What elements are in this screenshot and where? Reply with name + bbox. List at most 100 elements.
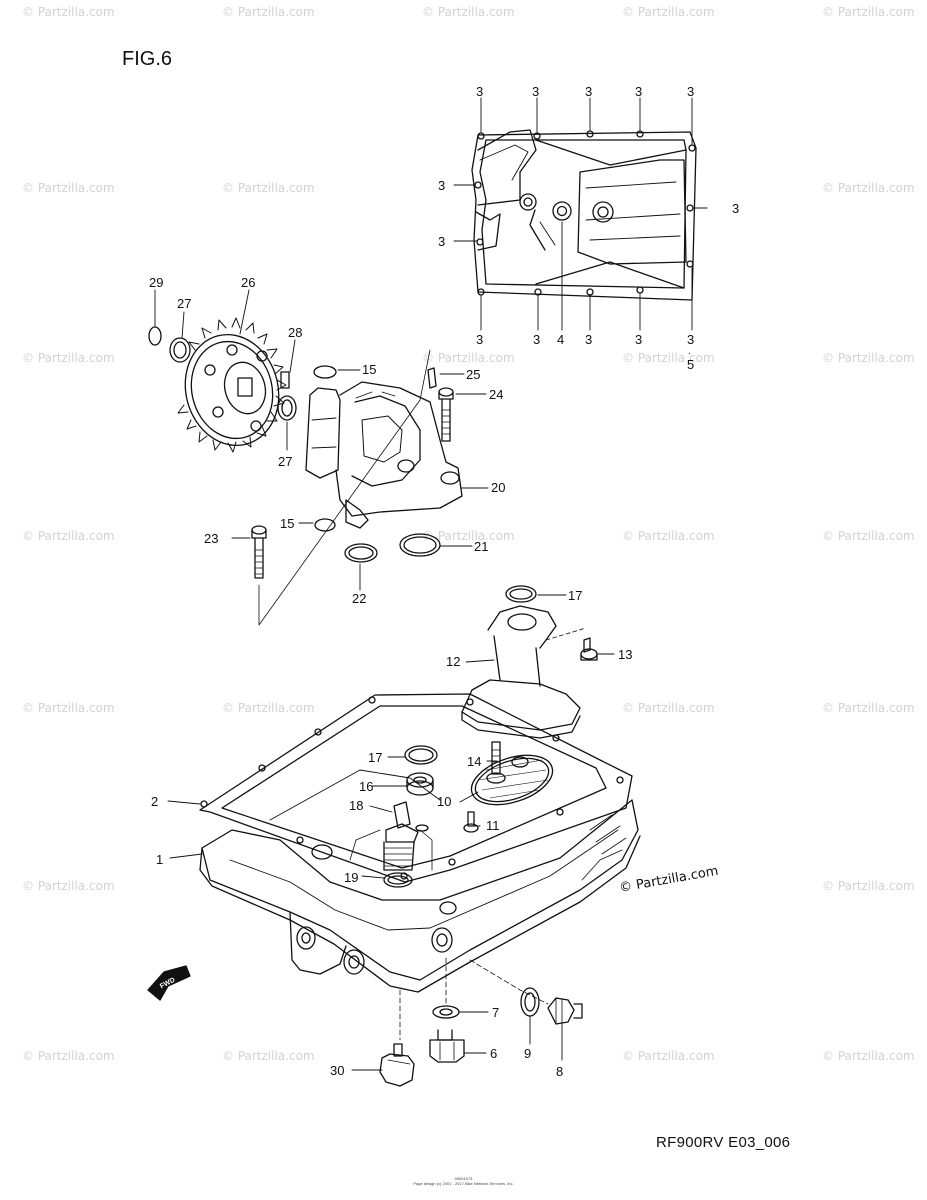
o-ring-part-17: [505, 585, 537, 603]
callout-3: 3: [635, 332, 642, 347]
callout-3: 3: [687, 84, 694, 99]
callout-3: 3: [533, 332, 540, 347]
watermark-text: © Partzilla.com: [222, 181, 315, 195]
oil-strainer-pipe-part-12: [461, 605, 581, 739]
watermark-text: © Partzilla.com: [622, 5, 715, 19]
watermark-text: © Partzilla.com: [822, 181, 915, 195]
leader-lines: [154, 97, 708, 1071]
watermark-text: © Partzilla.com: [822, 1049, 915, 1063]
bolt-part-13: [580, 637, 598, 661]
callout-30: 30: [330, 1063, 344, 1078]
callout-20: 20: [491, 480, 505, 495]
watermark-text: © Partzilla.com: [822, 5, 915, 19]
washer-part-27-lower: [277, 395, 297, 421]
oil-pressure-switch-part-30: [379, 1043, 415, 1087]
relief-valve-part-18: [383, 801, 429, 871]
callout-21: 21: [474, 539, 488, 554]
watermark-text: © Partzilla.com: [822, 351, 915, 365]
oil-pan-part-1: [199, 799, 641, 993]
callout-9: 9: [524, 1046, 531, 1061]
callout-8: 8: [556, 1064, 563, 1079]
drain-plug-part-8: [547, 997, 583, 1025]
watermark-text: © Partzilla.com: [222, 1049, 315, 1063]
callout-19: 19: [344, 870, 358, 885]
watermark-text: © Partzilla.com: [22, 5, 115, 19]
watermark-text: © Partzilla.com: [22, 181, 115, 195]
watermark-grid: © Partzilla.com © Partzilla.com © Partzi…: [22, 5, 915, 1063]
page-footer: 00001073 Page design (c) 2001 - 2017 Bik…: [0, 1176, 927, 1186]
partzilla-inline-watermark: © Partzilla.com: [618, 864, 719, 896]
assembly-guide-line: [258, 349, 431, 626]
callout-27: 27: [177, 296, 191, 311]
callout-17: 17: [368, 750, 382, 765]
callout-6: 6: [490, 1046, 497, 1061]
callout-24: 24: [489, 387, 503, 402]
callout-17: 17: [568, 588, 582, 603]
callout-4: 4: [557, 332, 564, 347]
callout-dot: ·: [688, 348, 691, 359]
callout-3: 3: [476, 84, 483, 99]
watermark-text: © Partzilla.com: [222, 701, 315, 715]
callout-22: 22: [352, 591, 366, 606]
callout-10: 10: [437, 794, 451, 809]
plug-part-6: [429, 1029, 465, 1063]
oil-strainer-part-10: [470, 754, 554, 806]
forward-direction-arrow: [147, 965, 191, 1001]
o-ring-part-22: [344, 543, 378, 563]
callout-25: 25: [466, 367, 480, 382]
o-ring-part-19: [383, 872, 413, 888]
o-ring-part-17-lower: [404, 745, 438, 765]
watermark-text: © Partzilla.com: [22, 1049, 115, 1063]
callout-3: 3: [687, 332, 694, 347]
callout-15: 15: [280, 516, 294, 531]
callout-15: 15: [362, 362, 376, 377]
callout-3: 3: [585, 84, 592, 99]
callout-29: 29: [149, 275, 163, 290]
watermark-text: © Partzilla.com: [622, 1049, 715, 1063]
footer-id: 00001073: [454, 1176, 473, 1181]
callout-3: 3: [732, 201, 739, 216]
watermark-text: © Partzilla.com: [622, 351, 715, 365]
watermark-text: © Partzilla.com: [222, 5, 315, 19]
watermark-text: © Partzilla.com: [422, 529, 515, 543]
bolt-part-24: [438, 387, 454, 442]
watermark-text: © Partzilla.com: [22, 529, 115, 543]
watermark-text: © Partzilla.com: [822, 879, 915, 893]
oil-pump-gear-part-26: [177, 317, 287, 453]
oil-pump-body-part-20: [305, 381, 463, 529]
callout-16: 16: [359, 779, 373, 794]
callout-26: 26: [241, 275, 255, 290]
callout-18: 18: [349, 798, 363, 813]
bolt-part-11: [463, 811, 479, 833]
watermark-text: © Partzilla.com: [22, 351, 115, 365]
watermark-text: © Partzilla.com: [822, 701, 915, 715]
callout-13: 13: [618, 647, 632, 662]
pin-part-28: [280, 371, 290, 389]
o-ring-part-15-lower: [314, 518, 336, 532]
watermark-text: © Partzilla.com: [22, 879, 115, 893]
callout-28: 28: [288, 325, 302, 340]
circlip-part-29: [148, 326, 162, 346]
callout-5: 5: [687, 357, 694, 372]
figure-title: FIG.6: [122, 48, 173, 70]
callout-23: 23: [204, 531, 218, 546]
callout-27: 27: [278, 454, 292, 469]
callout-1: 1: [156, 852, 163, 867]
oil-pan-gasket-part-2: [199, 693, 633, 883]
watermark-text: © Partzilla.com: [822, 529, 915, 543]
union-part-16: [406, 772, 434, 796]
bolt-part-14: [486, 741, 506, 784]
oil-pan-gasket-part-5: [471, 129, 697, 301]
callout-3: 3: [635, 84, 642, 99]
callout-11: 11: [486, 818, 500, 833]
callout-3: 3: [476, 332, 483, 347]
o-ring-part-15: [313, 365, 337, 379]
callout-3: 3: [438, 234, 445, 249]
diagram-code: RF900RV E03_006: [656, 1134, 791, 1151]
washer-part-27: [169, 337, 191, 363]
footer-copyright: Page design (c) 2001 - 2017 Bike Network…: [413, 1181, 514, 1186]
callout-7: 7: [492, 1005, 499, 1020]
watermark-text: © Partzilla.com: [622, 529, 715, 543]
dowel-pin-part-25: [427, 367, 437, 389]
